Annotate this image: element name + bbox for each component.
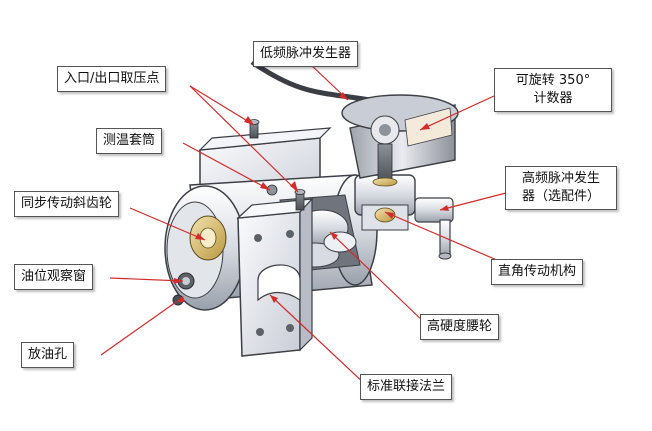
label-high-freq-pulse-generator-line2: 器（选配件） bbox=[521, 189, 600, 204]
left-end-cap bbox=[164, 185, 246, 311]
label-standard-flange: 标准联接法兰 bbox=[360, 374, 453, 400]
label-inlet-outlet-pressure-point: 入口/出口取压点 bbox=[57, 66, 167, 92]
label-low-freq-pulse-generator: 低频脉冲发生器 bbox=[253, 41, 359, 67]
label-temperature-sleeve: 测温套筒 bbox=[96, 128, 163, 154]
right-angle-drive bbox=[354, 174, 416, 231]
rotatable-counter bbox=[341, 94, 459, 187]
label-sync-helical-gear: 同步传动斜齿轮 bbox=[14, 191, 120, 217]
label-rotatable-counter: 可旋转 350° 计数器 bbox=[494, 68, 612, 112]
counter-gear bbox=[370, 115, 400, 145]
label-high-freq-pulse-generator: 高频脉冲发生 器（选配件） bbox=[505, 166, 617, 210]
helical-gear bbox=[189, 215, 227, 261]
pulse-cable bbox=[250, 59, 371, 103]
label-rotatable-counter-line1: 可旋转 350° bbox=[515, 73, 591, 88]
label-oil-sight-window: 油位观察窗 bbox=[14, 264, 94, 290]
leader-arrowheads bbox=[174, 92, 449, 303]
standard-flange-plate bbox=[236, 197, 314, 357]
label-rotatable-counter-line2: 计数器 bbox=[533, 91, 573, 106]
label-right-angle-drive: 直角传动机构 bbox=[491, 259, 584, 285]
label-high-freq-pulse-generator-line1: 高频脉冲发生 bbox=[521, 171, 600, 186]
label-high-hardness-waist-wheel: 高硬度腰轮 bbox=[420, 314, 500, 340]
label-drain-hole: 放油孔 bbox=[21, 342, 75, 368]
pressure-taps bbox=[248, 119, 306, 211]
temperature-sleeve-shape bbox=[266, 184, 278, 196]
leader-lines bbox=[100, 63, 521, 387]
